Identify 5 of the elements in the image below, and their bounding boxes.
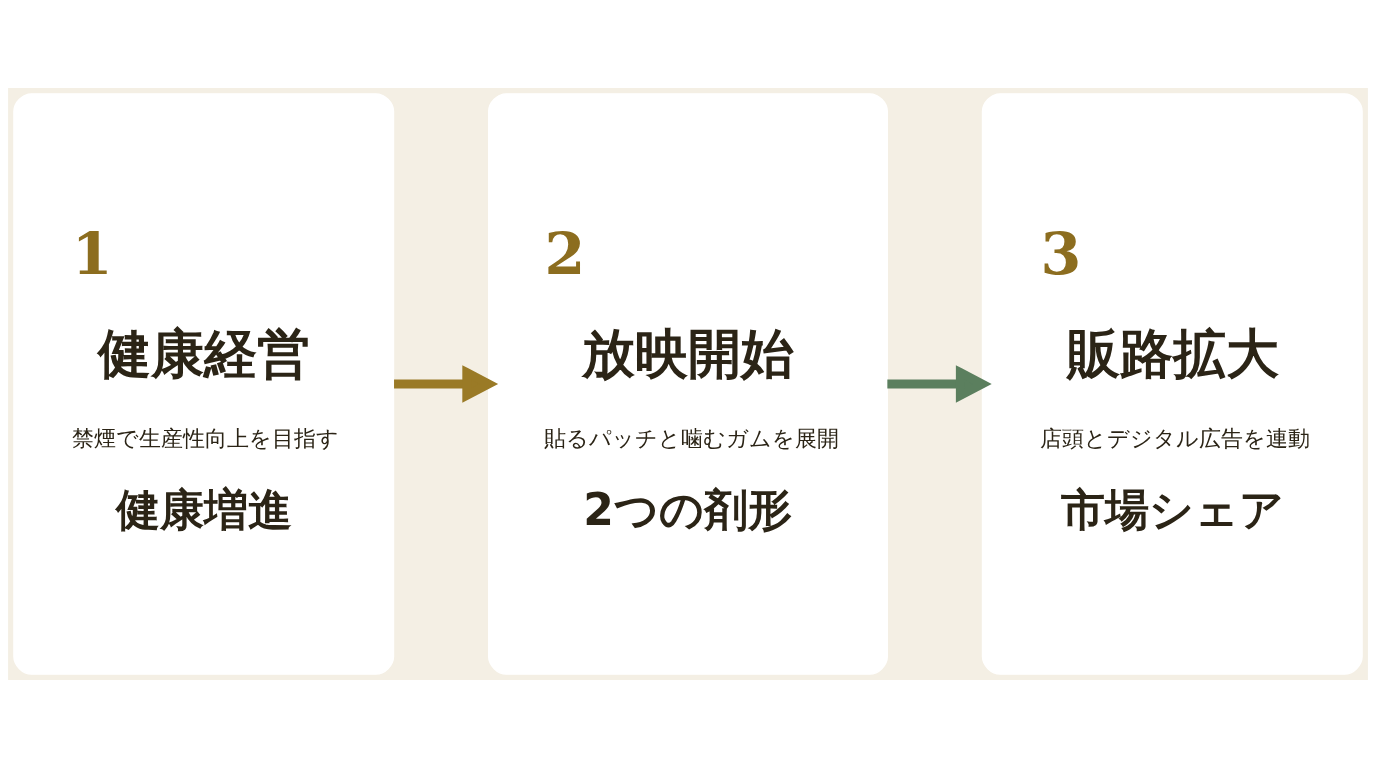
node-box: 2 放映開始 貼るパッチと噛むガムを展開 2つの剤形	[487, 93, 889, 675]
node-box: 1 健康経営 禁煙で生産性向上を目指す 健康増進	[13, 93, 395, 675]
arrow	[887, 365, 992, 403]
node-box: 3 販路拡大 店頭とデジタル広告を連動 市場シェア	[981, 93, 1363, 675]
arrow	[394, 365, 499, 403]
